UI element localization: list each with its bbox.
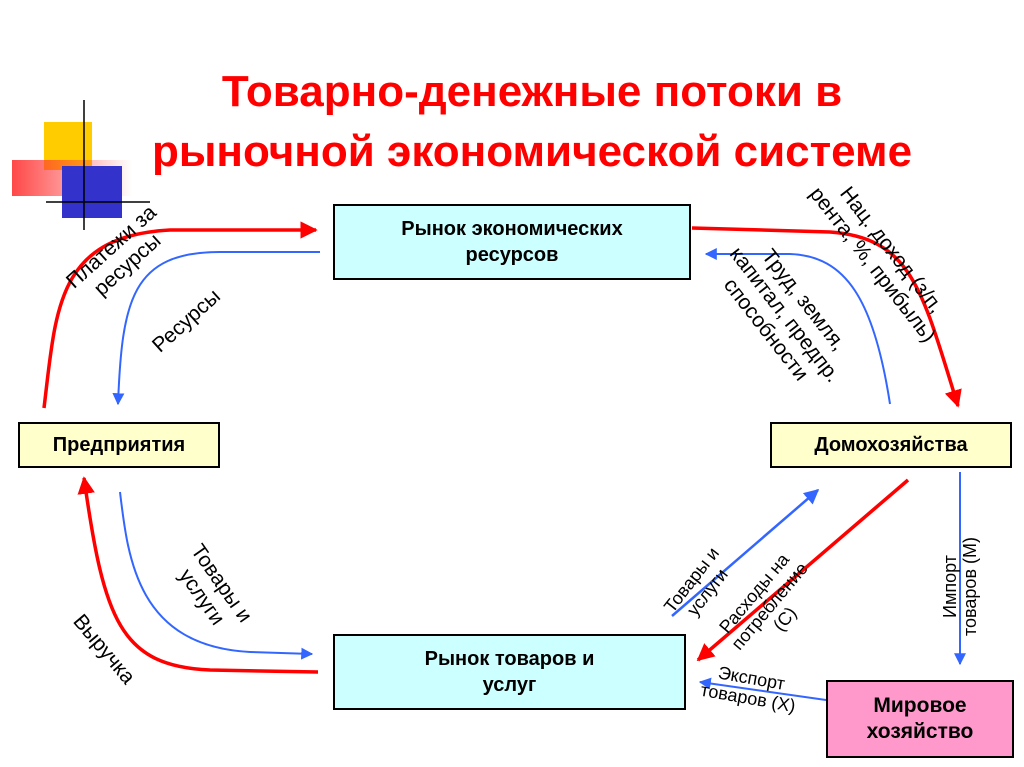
world-economy-line-1: Мировое [873, 694, 967, 717]
resource-market-box: Рынок экономических ресурсов [333, 204, 691, 280]
resources-label-text: Ресурсы [148, 284, 225, 358]
world-economy-line-2: хозяйство [866, 720, 974, 743]
title-line-1: Товарно-денежные потоки в [221, 67, 843, 116]
enterprises-box: Предприятия [18, 422, 220, 468]
enterprises-label: Предприятия [52, 434, 186, 456]
labor-land-label: Труд, земля, капитал, предпр. способност… [705, 228, 863, 402]
goods-market-box: Рынок товаров и услуг [333, 634, 686, 710]
title-line-2: рыночной экономической системе [151, 127, 913, 176]
resources-arrow [112, 251, 320, 406]
resource-market-line-2: ресурсов [465, 244, 559, 266]
resources-label: Ресурсы [148, 285, 226, 358]
revenue-label-text: Выручка [68, 610, 140, 689]
imports-line-1: Импорт [940, 555, 960, 618]
revenue-label: Выручка [68, 610, 140, 689]
world-economy-box: Мировое хозяйство [826, 680, 1014, 758]
page-title: Товарно-денежные потоки в рыночной эконо… [40, 62, 1024, 182]
goods-services-left-label: Товары и услуги [166, 540, 256, 641]
resource-market-line-1: Рынок экономических [401, 218, 623, 240]
corner-decoration [12, 100, 150, 230]
households-label: Домохозяйства [814, 434, 968, 456]
imports-label: Импорт товаров (М) [940, 537, 980, 636]
goods-market-line-2: услуг [482, 674, 537, 696]
imports-line-2: товаров (М) [960, 537, 980, 636]
exports-label: Экспорт товаров (Х) [699, 660, 801, 716]
households-box: Домохозяйства [770, 422, 1012, 468]
deco-blue-square [62, 166, 122, 218]
goods-market-line-1: Рынок товаров и [424, 648, 595, 670]
